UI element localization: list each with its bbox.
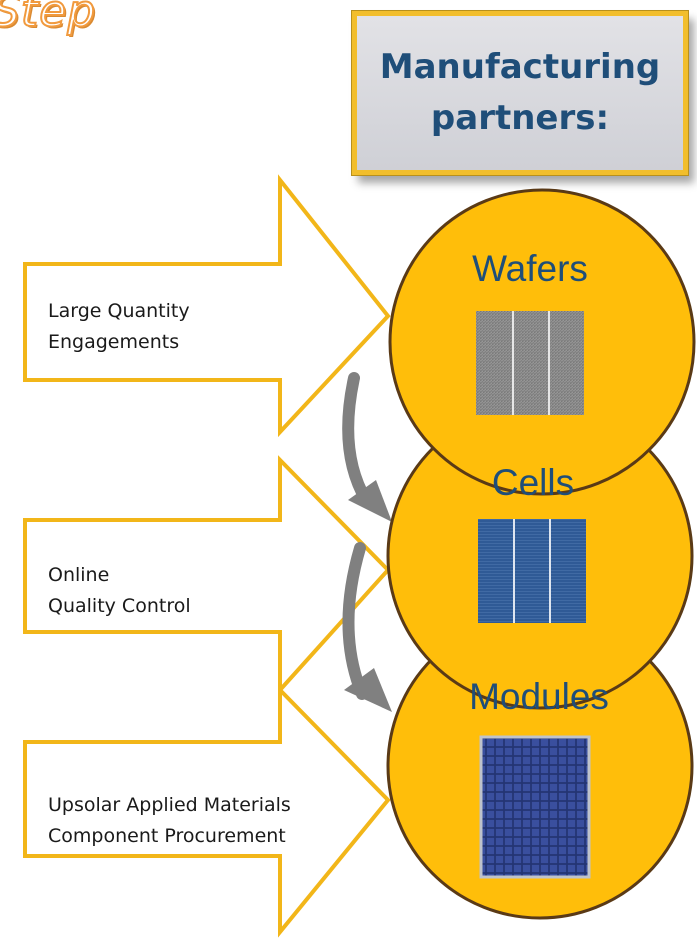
- arrow-2-line-1: Online: [48, 564, 110, 586]
- arrow-1-line-1: Large Quantity: [48, 300, 190, 322]
- solar-cell-image: [478, 519, 586, 623]
- partners-line-2: partners:: [430, 98, 610, 138]
- arrow-3-line-2: Component Procurement: [48, 825, 286, 847]
- arrow-2-line-2: Quality Control: [48, 595, 191, 617]
- input-arrow-3: [23, 685, 391, 938]
- arrow-3-line-1: Upsolar Applied Materials: [48, 794, 291, 816]
- arrow-1-label: Large Quantity Engagements: [48, 296, 190, 358]
- input-arrow-2: [23, 455, 391, 696]
- flow-arrow-wafers-to-cells: [342, 372, 392, 522]
- arrow-1-line-2: Engagements: [48, 331, 180, 353]
- wafer-image: [476, 311, 584, 415]
- arrow-2-label: Online Quality Control: [48, 560, 191, 622]
- arrow-3-label: Upsolar Applied Materials Component Proc…: [48, 790, 291, 852]
- stage-label-wafers: Wafers: [472, 248, 588, 289]
- stage-label-modules: Modules: [469, 676, 609, 717]
- solar-module-image: [479, 735, 591, 879]
- manufacturing-partners-box: Manufacturing partners:: [351, 10, 689, 176]
- step-title: Step: [0, 0, 97, 38]
- flow-arrow-cells-to-modules: [342, 542, 392, 712]
- stage-label-cells: Cells: [491, 462, 575, 503]
- partners-box-text: Manufacturing partners:: [380, 42, 661, 144]
- partners-line-1: Manufacturing: [379, 47, 661, 87]
- input-arrow-1: [23, 174, 391, 438]
